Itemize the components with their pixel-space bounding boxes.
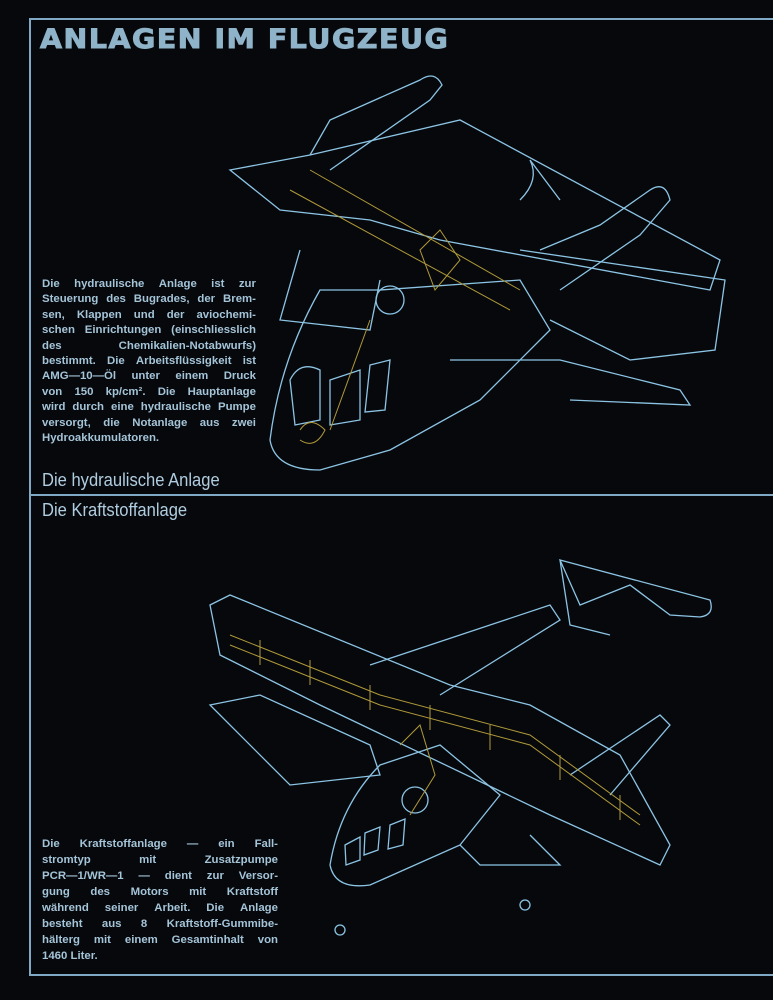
fuel-system-illustration (208, 559, 712, 936)
frame-bottom (29, 974, 773, 976)
frame-left (29, 18, 31, 976)
page-title: ANLAGEN IM FLUGZEUG (39, 24, 450, 56)
section-heading-hydraulic: Die hydraulische Anlage (42, 470, 220, 490)
text-line: 1460 Liter. (42, 950, 98, 962)
hydraulic-system-illustration (228, 75, 726, 471)
frame-top (29, 18, 773, 20)
section-divider (29, 494, 773, 496)
section-heading-fuel: Die Kraftstoffanlage (42, 500, 188, 520)
text-line: Hydroakkumulatoren. (42, 431, 160, 444)
